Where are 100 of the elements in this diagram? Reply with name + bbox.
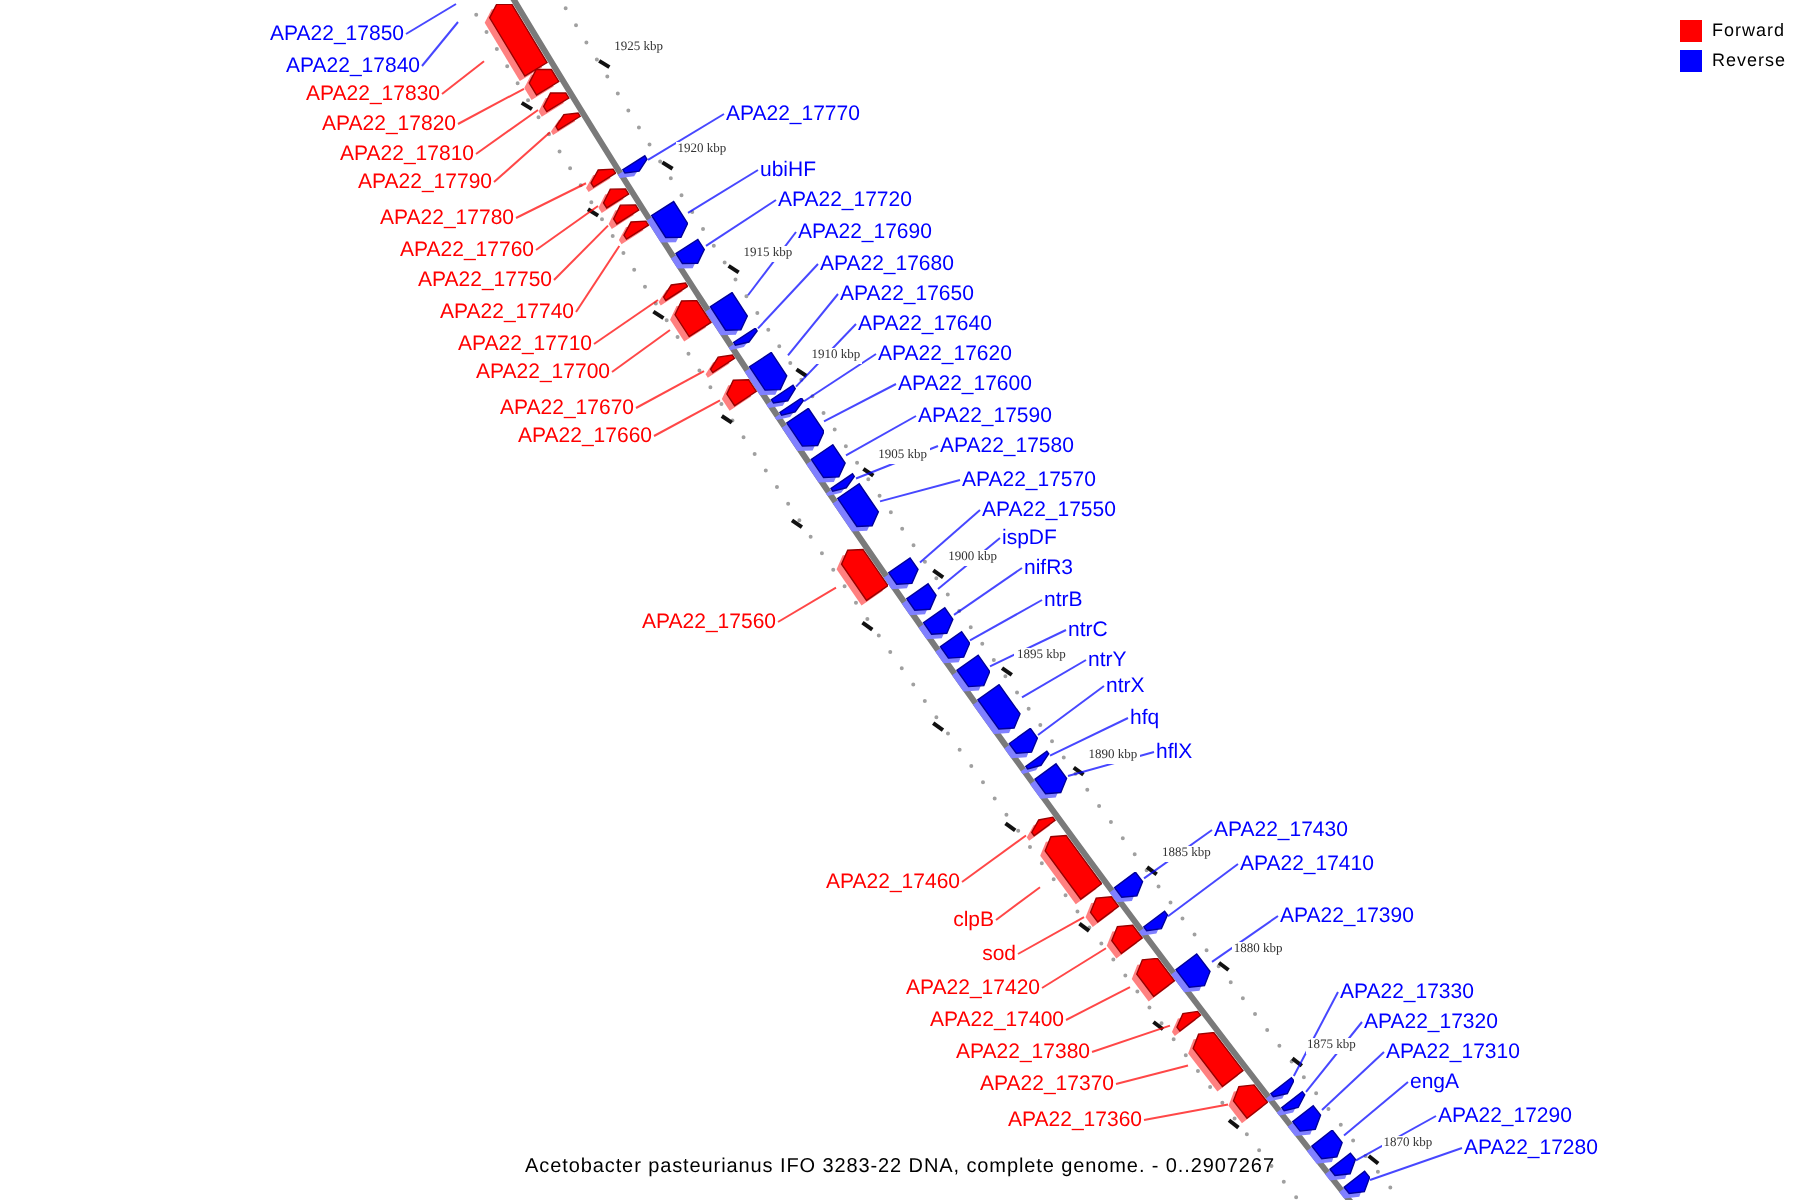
gene-label: ntrY <box>1088 648 1127 672</box>
gene-block <box>882 556 920 590</box>
leader-line <box>1037 685 1105 736</box>
gene-block <box>766 384 796 408</box>
gene-label: APA22_17700 <box>476 360 610 384</box>
leader-line <box>1292 991 1339 1077</box>
leader-line <box>635 370 705 409</box>
leader-line <box>1211 915 1279 963</box>
gene-label: clpB <box>953 908 994 932</box>
gene-block <box>704 354 736 378</box>
leader-line <box>1115 1064 1189 1085</box>
gene-block <box>1228 1084 1268 1124</box>
leader-line <box>823 383 897 423</box>
leader-line <box>845 415 917 457</box>
gene-label: hflX <box>1156 740 1193 764</box>
gene-label: APA22_17320 <box>1364 1010 1498 1034</box>
gene-label: APA22_17810 <box>340 142 474 166</box>
leader-line <box>457 87 525 125</box>
gene-label: APA22_17600 <box>898 372 1032 396</box>
gene-label: APA22_17370 <box>980 1072 1114 1096</box>
gene-label: APA22_17760 <box>400 238 534 262</box>
gene-block <box>646 200 688 244</box>
gene-label: APA22_17690 <box>798 220 932 244</box>
gene-label: sod <box>982 942 1016 966</box>
leader-line <box>1167 863 1239 918</box>
gene-label: APA22_17310 <box>1386 1040 1520 1064</box>
gene-block <box>720 378 758 412</box>
gene-block <box>586 168 616 194</box>
leader-line <box>969 599 1043 642</box>
leader-line <box>995 886 1041 921</box>
gene-block <box>1026 816 1056 842</box>
leader-line <box>515 182 587 219</box>
gene-label: APA22_17750 <box>418 268 552 292</box>
gene-label: APA22_17400 <box>930 1008 1064 1032</box>
leader-line <box>1041 947 1107 989</box>
gene-block <box>1130 958 1176 1002</box>
caption: Acetobacter pasteurianus IFO 3283-22 DNA, complete genome. - 0..2907267 <box>525 1156 1275 1180</box>
gene-label: APA22_17840 <box>286 54 420 78</box>
gene-label: APA22_17570 <box>962 468 1096 492</box>
gene-block <box>1264 1076 1294 1102</box>
gene-label: APA22_17380 <box>956 1040 1090 1064</box>
gene-block <box>1084 896 1120 928</box>
gene-block <box>934 630 970 664</box>
gene-block <box>618 220 650 246</box>
gene-block <box>1276 1090 1306 1116</box>
gene-label: APA22_17710 <box>458 332 592 356</box>
leader-line <box>553 224 609 281</box>
gene-label: APA22_17420 <box>906 976 1040 1000</box>
leader-line <box>475 108 539 155</box>
leader-line <box>989 629 1067 668</box>
gene-label: APA22_17670 <box>500 396 634 420</box>
leader-line <box>421 21 459 67</box>
gene-label: APA22_17390 <box>1280 904 1414 928</box>
leader-line <box>653 399 721 437</box>
leader-line <box>757 263 819 330</box>
gene-block <box>1324 1152 1356 1182</box>
gene-label: ntrB <box>1044 588 1083 612</box>
gene-label: APA22_17550 <box>982 498 1116 522</box>
gene-label: APA22_17590 <box>918 404 1052 428</box>
legend-label: Reverse <box>1712 50 1787 72</box>
gene-label: APA22_17680 <box>820 252 954 276</box>
gene-block <box>1040 834 1102 906</box>
gene-label: APA22_17620 <box>878 342 1012 366</box>
leader-line <box>1049 717 1129 757</box>
gene-label: APA22_17740 <box>440 300 574 324</box>
leader-line <box>1021 659 1087 699</box>
gene-label: APA22_17830 <box>306 82 440 106</box>
leader-line <box>777 586 837 623</box>
gene-block <box>728 328 758 352</box>
leader-line <box>493 131 551 183</box>
leader-line <box>961 834 1027 883</box>
gene-block <box>670 238 706 270</box>
gene-block <box>670 300 712 342</box>
gene-block <box>616 154 648 180</box>
leader-line <box>535 205 599 251</box>
leader-line <box>787 293 839 357</box>
gene-label: ntrC <box>1068 618 1108 642</box>
gene-block <box>1138 910 1168 936</box>
gene-block <box>1108 872 1144 904</box>
gene-label: APA22_17780 <box>380 206 514 230</box>
gene-block <box>550 112 582 136</box>
gene-block <box>836 548 888 606</box>
gene-block <box>918 606 954 640</box>
gene-block <box>1170 952 1212 994</box>
gene-label: APA22_17410 <box>1240 852 1374 876</box>
gene-block <box>900 582 938 616</box>
gene-label: APA22_17640 <box>858 312 992 336</box>
gene-block <box>538 92 570 118</box>
gene-label: APA22_17280 <box>1464 1136 1598 1160</box>
leader-line <box>879 479 961 503</box>
gene-label: ispDF <box>1002 526 1057 550</box>
leader-line <box>1065 986 1131 1021</box>
gene-block <box>1338 1170 1370 1200</box>
leader-line <box>611 329 671 373</box>
leader-line <box>1369 1147 1463 1181</box>
leader-line <box>575 245 621 313</box>
gene-label: APA22_17460 <box>826 870 960 894</box>
gene-block <box>950 654 990 692</box>
leader-line <box>919 509 981 564</box>
gene-block <box>704 292 748 336</box>
